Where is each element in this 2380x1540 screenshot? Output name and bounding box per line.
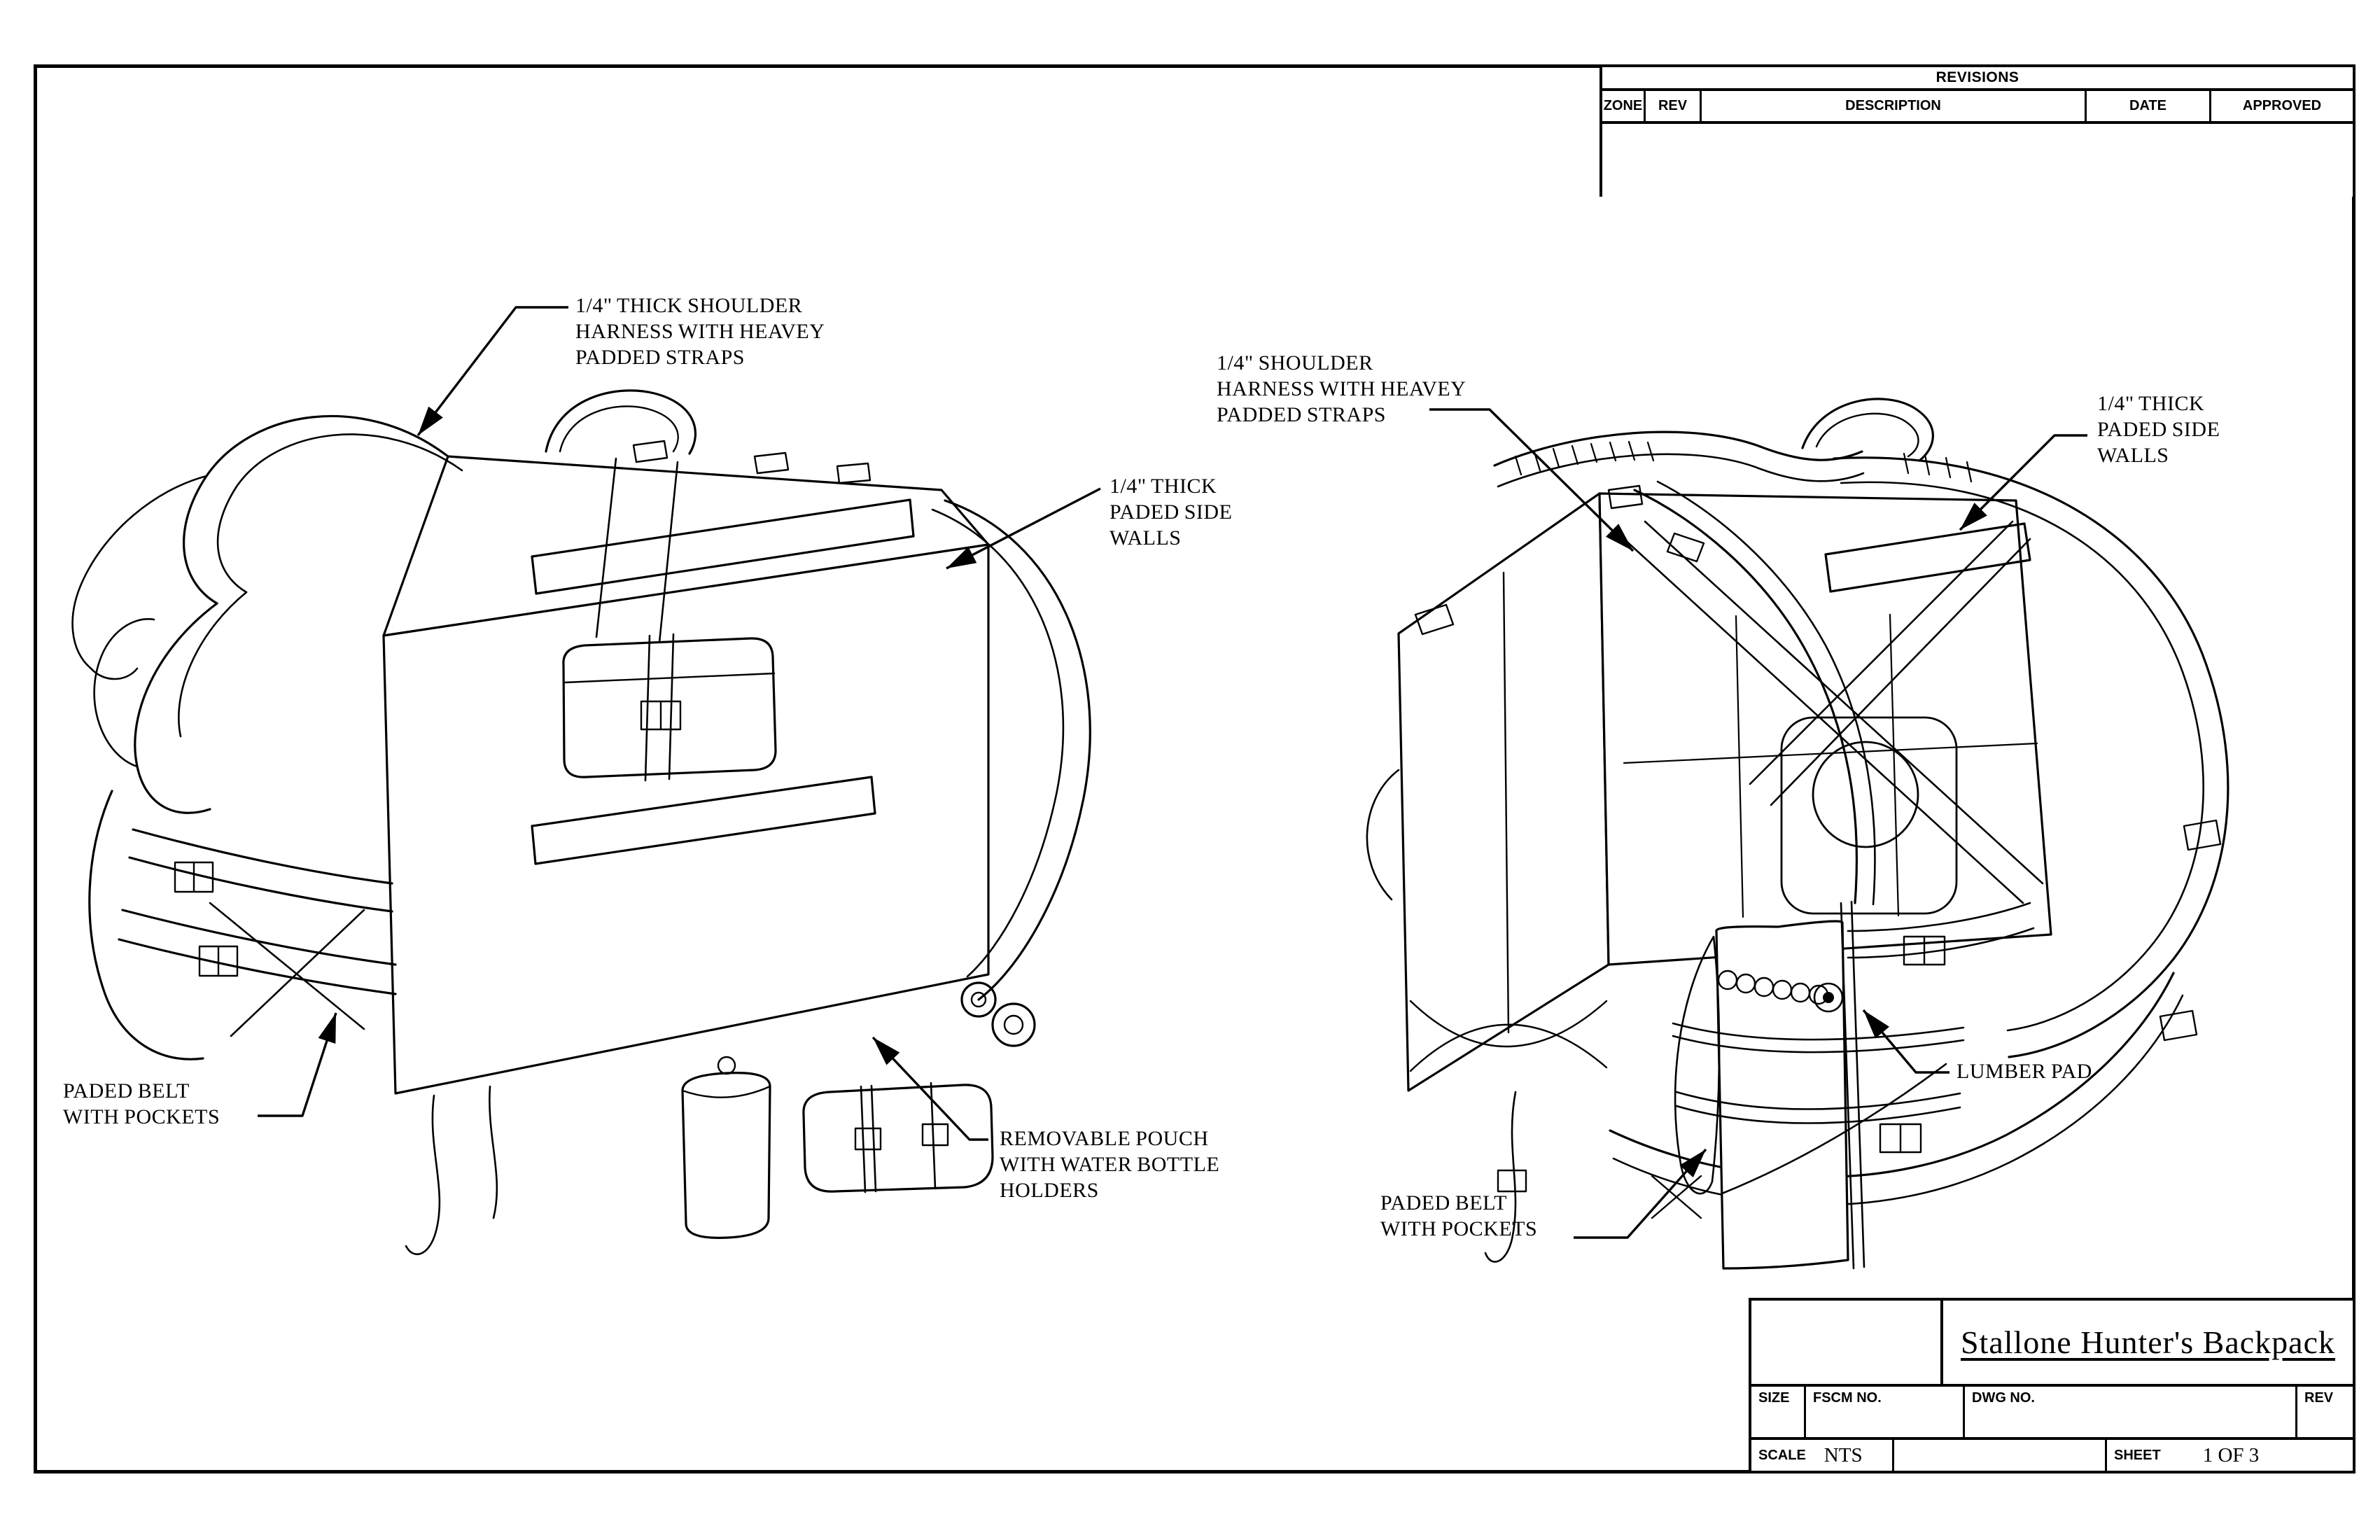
leader-left-pouch <box>872 1036 988 1141</box>
callout-text-line: HARNESS WITH HEAVEY <box>1217 377 1466 400</box>
left-backpack-drawing <box>71 389 1091 1255</box>
callout-text-line: WALLS <box>2097 444 2169 467</box>
title-block-logo-cell <box>1751 1301 1943 1384</box>
title-block-title-cell: Stallone Hunter's Backpack <box>1943 1301 2353 1384</box>
sheet-label: SHEET <box>2114 1447 2161 1463</box>
leader-left-shoulder-harness <box>416 306 568 437</box>
revisions-title: REVISIONS <box>1600 64 2356 91</box>
callout-text-line: PADED BELT <box>1380 1191 1507 1214</box>
leader-right-side-walls <box>1959 434 2087 531</box>
sheet-value: 1 OF 3 <box>2202 1443 2260 1466</box>
title-block: Stallone Hunter's Backpack SIZE FSCM NO.… <box>1749 1298 2356 1474</box>
title-block-row-scale: SCALE NTS SHEET 1 OF 3 <box>1751 1440 2353 1471</box>
scale-value: NTS <box>1823 1443 1863 1466</box>
callout-text-line: 1/4" SHOULDER <box>1217 351 1373 374</box>
rev-label: REV <box>2304 1390 2334 1406</box>
leader-right-lumber-pad <box>1862 1009 1949 1074</box>
sheet-border-frame <box>34 64 2356 1474</box>
dwg-no-label: DWG NO. <box>1965 1387 2297 1437</box>
blank-cell <box>1894 1440 2107 1471</box>
callout-text-line: WITH WATER BOTTLE <box>1000 1153 1220 1176</box>
sheet-cell: SHEET 1 OF 3 <box>2107 1440 2353 1471</box>
leader-right-belt <box>1574 1148 1707 1239</box>
callout-text-line: LUMBER PAD <box>1956 1060 2092 1083</box>
revisions-table: REVISIONS ZONE REV DESCRIPTION DATE APPR… <box>1600 64 2356 197</box>
revisions-col-zone: ZONE <box>1602 91 1646 121</box>
drawing-title: Stallone Hunter's Backpack <box>1960 1324 2336 1360</box>
callout-text-line: WITH POCKETS <box>63 1105 220 1128</box>
fscm-no-label: FSCM NO. <box>1806 1387 1965 1437</box>
callout-right-belt: PADED BELT WITH POCKETS <box>1380 1190 1537 1242</box>
revisions-col-approved: APPROVED <box>2242 98 2322 113</box>
revisions-col-rev: REV <box>1646 91 1702 121</box>
right-backpack-drawing <box>1366 398 2230 1270</box>
callout-text-line: PADED SIDE <box>1110 500 1233 524</box>
scale-cell: SCALE NTS <box>1751 1440 1894 1471</box>
leader-left-side-walls <box>946 487 1101 570</box>
callout-text-line: WALLS <box>1110 526 1182 550</box>
title-block-row-ids: SIZE FSCM NO. DWG NO. REV <box>1751 1387 2353 1440</box>
revisions-col-description: DESCRIPTION <box>1702 91 2087 121</box>
callout-left-side-walls: 1/4" THICK PADED SIDE WALLS <box>1110 473 1232 551</box>
callout-left-shoulder-harness: 1/4" THICK SHOULDER HARNESS WITH HEAVEY … <box>575 293 825 370</box>
callout-right-lumber-pad: LUMBER PAD <box>1956 1058 2092 1084</box>
callout-text-line: HOLDERS <box>1000 1179 1099 1202</box>
size-label: SIZE <box>1751 1387 1806 1437</box>
title-block-row-title: Stallone Hunter's Backpack <box>1751 1301 2353 1387</box>
callout-text-line: 1/4" THICK <box>2097 392 2205 415</box>
revisions-empty-row <box>1600 124 2356 197</box>
callout-text-line: PADDED STRAPS <box>1217 403 1386 426</box>
callout-left-belt: PADED BELT WITH POCKETS <box>63 1078 220 1130</box>
callout-text-line: 1/4" THICK <box>1110 475 1217 498</box>
callout-text-line: REMOVABLE POUCH <box>1000 1127 1209 1150</box>
callout-right-shoulder-harness: 1/4" SHOULDER HARNESS WITH HEAVEY PADDED… <box>1217 350 1466 428</box>
callout-right-side-walls: 1/4" THICK PADED SIDE WALLS <box>2097 391 2220 468</box>
revisions-header-row: ZONE REV DESCRIPTION DATE APPROVED <box>1600 91 2356 124</box>
callout-text-line: HARNESS WITH HEAVEY <box>575 320 825 343</box>
callout-text-line: PADDED STRAPS <box>575 346 745 369</box>
callout-text-line: PADED BELT <box>63 1079 190 1102</box>
leader-left-belt <box>258 1012 337 1117</box>
leader-right-shoulder-harness <box>1429 408 1634 552</box>
scale-label: SCALE <box>1758 1447 1806 1463</box>
revisions-col-date: DATE <box>2087 91 2211 121</box>
callout-left-pouch: REMOVABLE POUCH WITH WATER BOTTLE HOLDER… <box>1000 1126 1219 1203</box>
callout-text-line: 1/4" THICK SHOULDER <box>575 294 803 317</box>
callout-text-line: PADED SIDE <box>2097 418 2220 441</box>
callout-text-line: WITH POCKETS <box>1380 1217 1538 1240</box>
